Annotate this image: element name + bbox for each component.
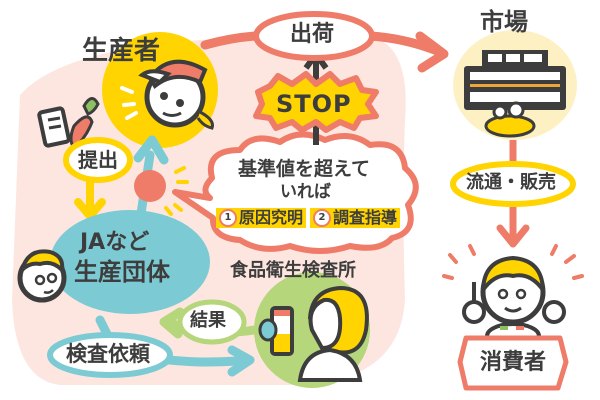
inspection-lab-label: 食品衛生検査所 — [230, 260, 356, 281]
consumer-label: 消費者 — [480, 350, 547, 375]
lab-technician-icon — [258, 285, 369, 382]
request-label: 検査依頼 — [66, 342, 150, 366]
ja-person-face-icon — [17, 249, 67, 303]
distribution-bubble — [450, 161, 576, 207]
market-building-icon — [464, 50, 566, 138]
ja-label-line1: JAなど — [80, 230, 150, 255]
stop-label: STOP — [276, 90, 352, 118]
ja-label-line2: 生産団体 — [74, 258, 170, 286]
shipping-bubble — [253, 11, 375, 61]
consumer-person-icon — [442, 244, 584, 350]
request-bubble — [47, 332, 173, 378]
exceed-line1: 基準値を超えて — [238, 158, 371, 180]
number-badge-2: 2 — [313, 209, 332, 227]
number-badge-1: 1 — [219, 209, 237, 227]
submit-bubble — [63, 137, 133, 183]
producer-face-icon — [120, 59, 214, 130]
result-bubble — [177, 299, 247, 345]
distribution-label: 流通・販売 — [466, 172, 556, 193]
ja-blob — [50, 210, 210, 314]
consumer-ribbon — [457, 335, 569, 391]
market-label: 市場 — [480, 8, 528, 36]
alert-dot — [134, 170, 166, 202]
exceed-line2: いれば — [280, 182, 331, 202]
submit-label: 提出 — [78, 148, 118, 172]
result-label: 結果 — [190, 310, 226, 331]
action-label: 調査指導 — [333, 208, 398, 227]
action-cause-investigation: 1 原因究明 — [216, 208, 307, 228]
producer-label: 生産者 — [82, 36, 161, 66]
action-investigation-guidance: 2 調査指導 — [310, 208, 401, 228]
action-label: 原因究明 — [239, 208, 304, 227]
stop-burst — [253, 71, 379, 133]
exceed-actions: 1 原因究明 2 調査指導 — [216, 208, 401, 228]
document-carrot-icon — [37, 97, 100, 151]
shipping-label: 出荷 — [290, 22, 335, 47]
